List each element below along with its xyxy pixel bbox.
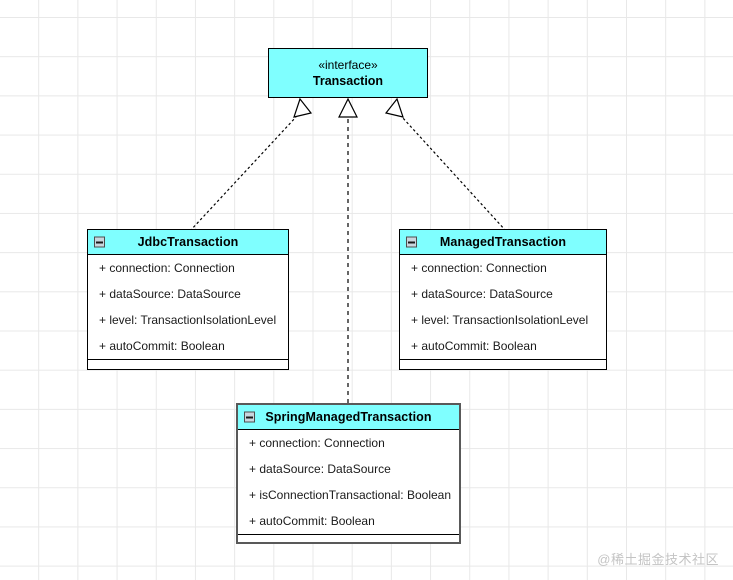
- class-name-label: ManagedTransaction: [439, 235, 567, 249]
- class-header-springmanagedtransaction: SpringManagedTransaction: [238, 405, 459, 430]
- class-name-label: SpringManagedTransaction: [265, 410, 432, 424]
- class-box-jdbctransaction[interactable]: JdbcTransaction + connection: Connection…: [87, 229, 289, 370]
- attribute-row: + dataSource: DataSource: [99, 287, 241, 301]
- hollow-triangle-icon-managed: [384, 97, 404, 118]
- attribute-row: + connection: Connection: [99, 261, 235, 275]
- attribute-list-jdbctransaction: + connection: Connection + dataSource: D…: [88, 255, 288, 359]
- class-box-springmanagedtransaction[interactable]: SpringManagedTransaction + connection: C…: [236, 403, 461, 544]
- operations-compartment: [400, 359, 606, 368]
- attribute-row: + isConnectionTransactional: Boolean: [249, 488, 452, 502]
- attribute-row: + autoCommit: Boolean: [411, 339, 537, 353]
- hollow-triangle-icon-spring: [338, 97, 358, 118]
- attribute-row: + dataSource: DataSource: [411, 287, 553, 301]
- class-header-jdbctransaction: JdbcTransaction: [88, 230, 288, 255]
- attribute-list-springmanagedtransaction: + connection: Connection + dataSource: D…: [238, 430, 459, 534]
- attribute-list-managedtransaction: + connection: Connection + dataSource: D…: [400, 255, 606, 359]
- minus-box-icon[interactable]: [406, 236, 417, 248]
- minus-box-icon[interactable]: [244, 411, 255, 423]
- attribute-row: + connection: Connection: [411, 261, 547, 275]
- operations-compartment: [238, 534, 459, 543]
- interface-stereotype: «interface»: [318, 58, 378, 72]
- interface-name: Transaction: [312, 74, 384, 88]
- attribute-row: + level: TransactionIsolationLevel: [411, 313, 589, 327]
- class-header-managedtransaction: ManagedTransaction: [400, 230, 606, 255]
- realization-line-managed: [401, 116, 507, 232]
- attribute-row: + dataSource: DataSource: [249, 462, 391, 476]
- attribute-row: + autoCommit: Boolean: [249, 514, 375, 528]
- realization-line-jdbc: [189, 116, 297, 232]
- watermark: @稀土掘金技术社区: [597, 552, 719, 567]
- interface-box-transaction[interactable]: «interface» Transaction: [268, 48, 428, 98]
- attribute-row: + connection: Connection: [249, 436, 385, 450]
- class-name-label: JdbcTransaction: [137, 235, 239, 249]
- minus-box-icon[interactable]: [94, 236, 105, 248]
- attribute-row: + autoCommit: Boolean: [99, 339, 225, 353]
- attribute-row: + level: TransactionIsolationLevel: [99, 313, 277, 327]
- operations-compartment: [88, 359, 288, 368]
- hollow-triangle-icon-jdbc: [293, 97, 313, 118]
- class-box-managedtransaction[interactable]: ManagedTransaction + connection: Connect…: [399, 229, 607, 370]
